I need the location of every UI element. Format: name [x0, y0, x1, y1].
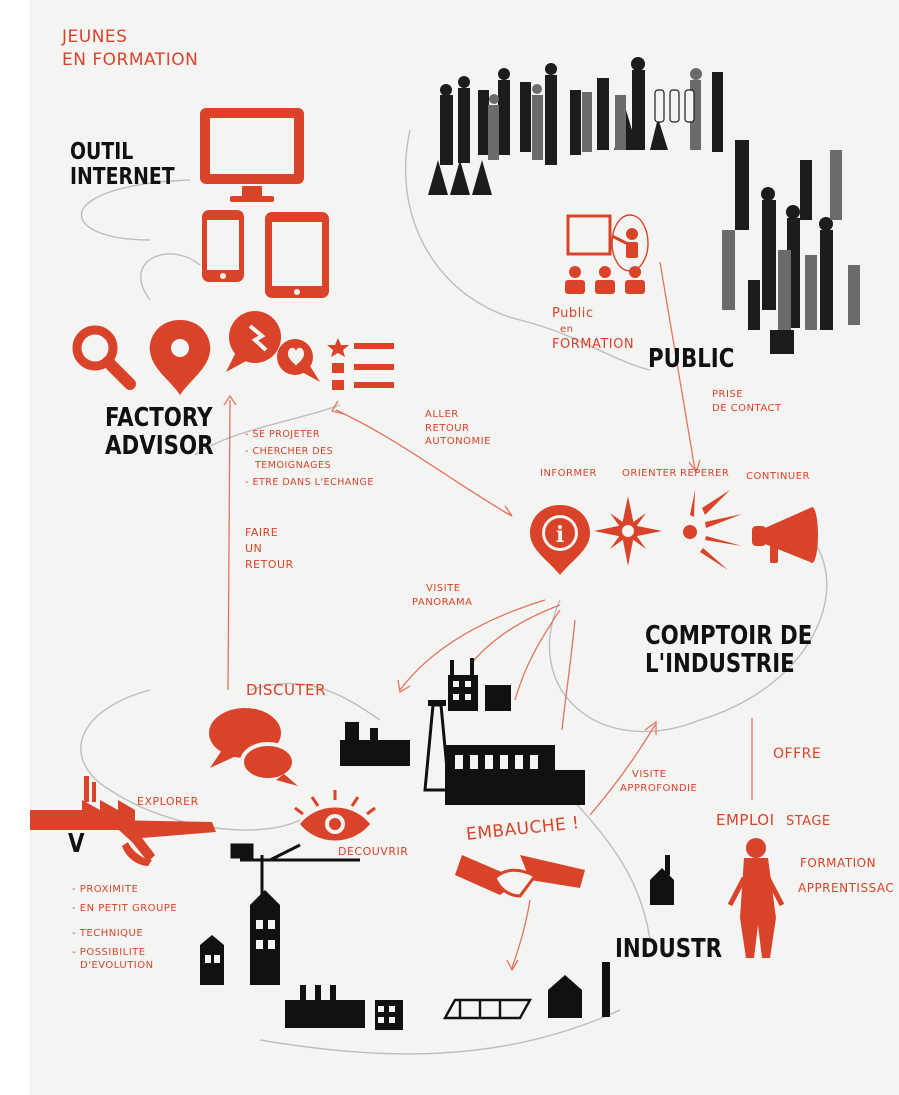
- factory-advisor-item: - SE PROJETER: [245, 429, 321, 440]
- stage-label: STAGE: [786, 814, 831, 829]
- header-line-1: JEUNES: [62, 27, 128, 47]
- factory-advisor-item: - CHERCHER DES: [245, 446, 334, 458]
- info-pin-icon: i: [530, 505, 590, 575]
- aller-retour-line-1: ALLER: [425, 409, 459, 420]
- faire-un-retour-line-3: RETOUR: [245, 557, 294, 571]
- prise-de-contact-line-2: DE CONTACT: [712, 402, 782, 414]
- visite-panorama-line-1: VISITE: [426, 583, 461, 594]
- trainer-presentation-icon: [565, 214, 649, 294]
- comptoir-line-1: COMPTOIR DE: [645, 621, 813, 651]
- search-icon: [72, 325, 136, 390]
- faire-un-retour-note: FAIRE UN RETOUR: [245, 525, 294, 573]
- header: JEUNES EN FORMATION: [62, 26, 198, 72]
- visite-approfondie-line-1: VISITE: [632, 769, 667, 780]
- compass-rose-icon: [594, 496, 662, 566]
- v-item: - PROXIMITE: [72, 884, 139, 895]
- public-en-formation-note: Public en FORMATION: [552, 305, 634, 354]
- comptoir-title: COMPTOIR DE L'INDUSTRIE: [645, 622, 812, 678]
- faire-un-retour-line-1: FAIRE: [245, 526, 279, 539]
- header-line-2: EN FORMATION: [62, 49, 199, 70]
- decouvrir-label: DECOUVRIR: [338, 845, 409, 858]
- light-rays-icon: [683, 490, 742, 570]
- handshake-icon: [455, 855, 585, 898]
- factory-advisor-item: - ETRE DANS L'ECHANGE: [245, 476, 374, 488]
- factory-advisor-item: TEMOIGNAGES: [255, 459, 331, 471]
- offre-label: OFFRE: [773, 746, 822, 762]
- public-title: PUBLIC: [648, 344, 735, 374]
- v-items: - PROXIMITE - EN PETIT GROUPE - TECHNIQU…: [72, 880, 177, 975]
- megaphone-icon: [752, 507, 818, 563]
- aller-retour-line-2: RETOUR: [425, 422, 470, 434]
- arrow-lines: [223, 261, 753, 972]
- location-pin-icon: [149, 320, 211, 395]
- comptoir-line-2: L'INDUSTRIE: [645, 649, 795, 680]
- v-title: V: [68, 829, 85, 859]
- public-en-formation-line-3: FORMATION: [552, 337, 635, 353]
- comptoir-verb-continuer: CONTINUER: [746, 471, 810, 482]
- aller-retour-note: ALLER RETOUR AUTONOMIE: [425, 408, 491, 449]
- phone-icon: [202, 210, 244, 282]
- comptoir-verb-orienter: ORIENTER: [622, 468, 677, 479]
- industr-title: INDUSTR: [615, 934, 723, 964]
- v-item: - TECHNIQUE: [72, 928, 144, 939]
- tablet-icon: [265, 212, 329, 298]
- formation-label: FORMATION: [800, 856, 877, 870]
- explorer-label: EXPLORER: [137, 795, 199, 808]
- public-en-formation-line-2: en: [560, 323, 574, 335]
- v-item: D'EVOLUTION: [80, 960, 154, 971]
- prise-de-contact-note: PRISE DE CONTACT: [712, 388, 782, 415]
- discuter-label: DISCUTER: [246, 681, 327, 699]
- visite-approfondie-note: VISITE APPROFONDIE: [620, 768, 697, 795]
- city-buildings-icon: [200, 855, 674, 1030]
- v-item: - EN PETIT GROUPE: [72, 903, 178, 914]
- factory-advisor-line-2: ADVISOR: [105, 431, 214, 462]
- comptoir-verb-informer: INFORMER: [540, 468, 597, 479]
- outil-internet-title: OUTIL INTERNET: [70, 140, 175, 190]
- prise-de-contact-line-1: PRISE: [712, 389, 744, 400]
- v-item: - POSSIBILITE: [72, 947, 146, 958]
- emploi-label: EMPLOI: [716, 811, 775, 829]
- comptoir-verb-reperer: REPERER: [680, 468, 730, 479]
- eye-icon: [294, 790, 376, 841]
- worker-icon: [727, 838, 785, 958]
- ranked-list-icon: [327, 338, 394, 390]
- factory-advisor-title: FACTORY ADVISOR: [105, 404, 214, 460]
- outil-internet-line-1: OUTIL: [70, 139, 134, 165]
- visite-approfondie-line-2: APPROFONDIE: [620, 782, 698, 794]
- factory-advisor-line-1: FACTORY: [105, 403, 213, 433]
- factory-advisor-items: - SE PROJETER - CHERCHER DES TEMOIGNAGES…: [245, 428, 374, 489]
- apprentissage-label: APPRENTISSAC: [798, 881, 895, 895]
- industrial-buildings-icon: [340, 658, 585, 805]
- visite-panorama-note: VISITE PANORAMA: [412, 582, 472, 609]
- outil-internet-line-2: INTERNET: [70, 163, 175, 190]
- chat-bubbles-icon: [226, 311, 320, 382]
- crowd-silhouettes-icon: [428, 57, 860, 354]
- computer-icon: [200, 108, 304, 202]
- svg-text:i: i: [556, 522, 564, 548]
- industrial-landscape-icon: [30, 776, 216, 866]
- visite-panorama-line-2: PANORAMA: [412, 596, 473, 608]
- faire-un-retour-line-2: UN: [245, 541, 263, 555]
- speech-bubbles-icon: [209, 708, 298, 786]
- aller-retour-line-3: AUTONOMIE: [425, 436, 491, 447]
- public-en-formation-line-1: Public: [552, 306, 594, 321]
